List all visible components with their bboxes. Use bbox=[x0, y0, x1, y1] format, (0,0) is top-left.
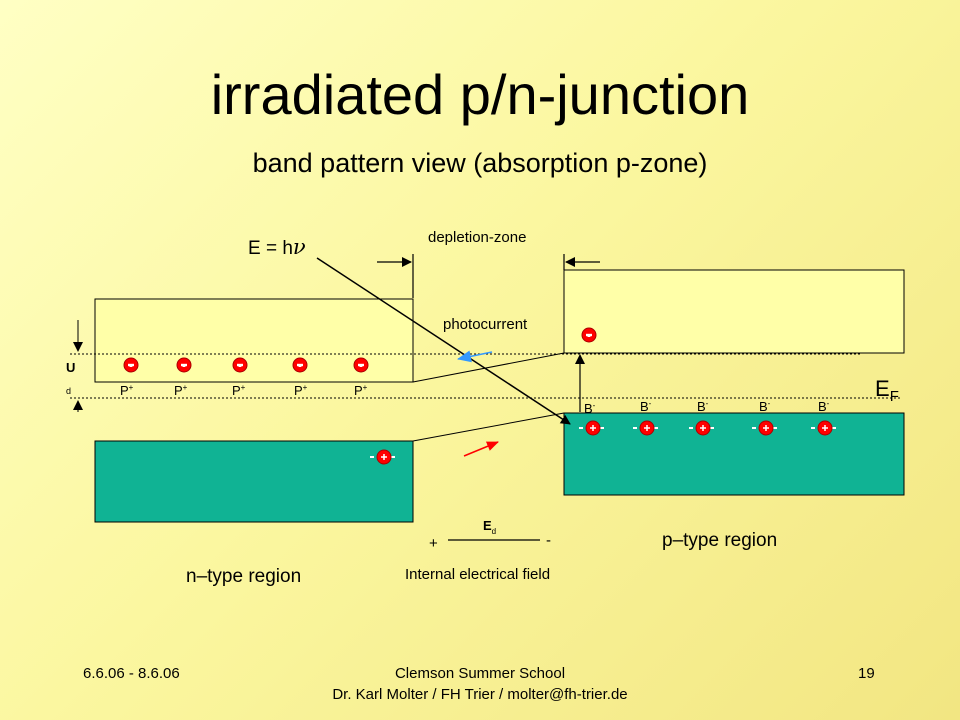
photon-arrow-icon bbox=[316, 257, 571, 425]
n-valence-band bbox=[94, 440, 414, 523]
footer-author: Dr. Karl Molter / FH Trier / molter@fh-t… bbox=[332, 686, 628, 703]
page-subtitle: band pattern view (absorption p-zone) bbox=[252, 148, 708, 178]
donor-label: P+ bbox=[120, 383, 134, 398]
field-minus: - bbox=[546, 532, 551, 549]
photocurrent-label: photocurrent bbox=[443, 316, 528, 333]
valence-band-bend bbox=[412, 412, 565, 442]
footer-date: 6.6.06 - 8.6.06 bbox=[83, 665, 180, 682]
field-plus: + bbox=[429, 535, 438, 552]
p-region-label: p–type region bbox=[662, 530, 778, 551]
n-region-label: n–type region bbox=[186, 566, 302, 587]
electron-sign: - bbox=[298, 360, 302, 372]
photon-energy-label: E = hν bbox=[248, 235, 306, 259]
acceptor-label: B- bbox=[818, 399, 830, 414]
footer-page-number: 19 bbox=[858, 665, 875, 682]
electron-sign: - bbox=[182, 360, 186, 372]
donor-label: P+ bbox=[232, 383, 246, 398]
donor-label: P+ bbox=[174, 383, 188, 398]
electron-sign: - bbox=[129, 360, 133, 372]
acceptor-label: B- bbox=[759, 399, 771, 414]
voltage-label: U bbox=[66, 360, 75, 375]
electron-sign: - bbox=[238, 360, 242, 372]
photocurrent-blue-arrow bbox=[457, 350, 493, 363]
acceptor-label: B- bbox=[697, 399, 709, 414]
electron-sign: - bbox=[359, 360, 363, 372]
page-title: irradiated p/n-junction bbox=[210, 63, 750, 126]
electron-sign: - bbox=[587, 330, 591, 342]
voltage-label-sub: d bbox=[66, 386, 71, 396]
field-label: Ed bbox=[483, 518, 496, 536]
donor-label: P+ bbox=[354, 383, 368, 398]
photocurrent-red-arrow bbox=[463, 441, 499, 457]
fermi-level-label: EF bbox=[875, 376, 899, 405]
conduction-band-bend bbox=[412, 352, 565, 383]
p-valence-band bbox=[563, 412, 905, 496]
acceptor-label: B- bbox=[584, 401, 596, 416]
depletion-zone-label: depletion-zone bbox=[428, 229, 527, 246]
footer-school: Clemson Summer School bbox=[394, 665, 566, 682]
internal-field-label: Internal electrical field bbox=[405, 566, 551, 583]
donor-label: P+ bbox=[294, 383, 308, 398]
acceptor-label: B- bbox=[640, 399, 652, 414]
p-conduction-band bbox=[563, 269, 905, 354]
